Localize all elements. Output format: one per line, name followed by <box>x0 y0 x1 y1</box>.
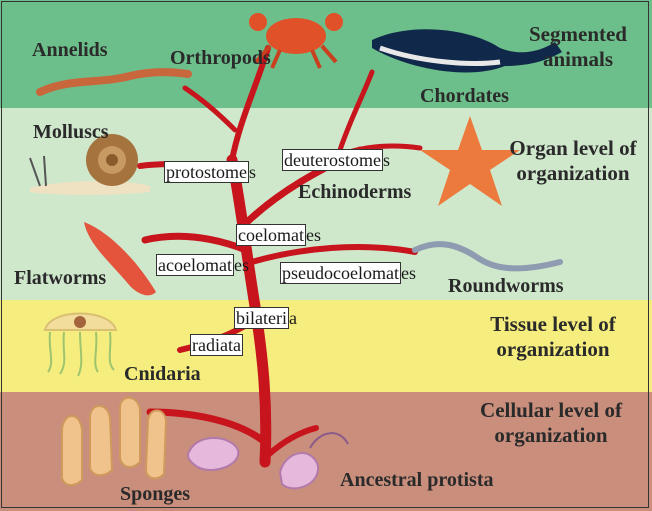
snail-icon <box>30 134 150 195</box>
band-label-tissue: Tissue level of organization <box>462 312 644 362</box>
label-orthropods: Orthropods <box>170 48 271 68</box>
branch-annelids <box>185 88 235 130</box>
branch-roundworms <box>252 247 415 262</box>
label-ancestral-protista: Ancestral protista <box>340 470 494 490</box>
branch-chordate <box>340 72 372 150</box>
branch-label-coelomates-rest: es <box>306 225 321 245</box>
jellyfish-icon <box>45 314 116 377</box>
branch-label-protostomes-boxed: protostome <box>164 161 249 183</box>
branch-ancestral <box>268 428 316 455</box>
branch-label-pseudocoelomates-rest: es <box>401 263 416 283</box>
roundworm-icon <box>415 244 560 268</box>
label-cnidaria: Cnidaria <box>124 364 201 384</box>
label-molluscs: Molluscs <box>33 122 109 142</box>
branch-label-radiata: radiata <box>190 336 243 354</box>
label-flatworms: Flatworms <box>14 268 106 288</box>
branch-flatworms <box>145 236 246 250</box>
label-echinoderms: Echinoderms <box>298 182 411 202</box>
label-sponges: Sponges <box>120 484 190 504</box>
label-roundworms: Roundworms <box>448 276 564 296</box>
band-label-cellular: Cellular level of organization <box>456 398 646 448</box>
branch-label-protostomes-rest: s <box>249 162 256 182</box>
label-annelids: Annelids <box>32 40 108 60</box>
annelid-worm-icon <box>40 72 188 92</box>
branch-label-acoelomates-rest: es <box>234 255 249 275</box>
branch-label-coelomates-boxed: coelomat <box>236 224 306 246</box>
branch-label-deuterostomes-boxed: deuterostome <box>282 149 383 171</box>
branch-label-bilateria-rest: a <box>289 308 297 328</box>
band-label-segmented: Segmented animals <box>510 22 646 72</box>
branch-label-pseudocoelomates-boxed: pseudocoelomat <box>280 262 401 284</box>
branch-label-acoelomates-boxed: acoelomat <box>156 254 234 276</box>
branch-label-radiata-boxed: radiata <box>190 334 243 356</box>
label-chordates: Chordates <box>420 86 509 106</box>
band-label-organ: Organ level of organization <box>500 136 646 186</box>
branch-label-bilateria-boxed: bilateri <box>234 307 289 329</box>
branch-label-deuterostomes-rest: s <box>383 150 390 170</box>
